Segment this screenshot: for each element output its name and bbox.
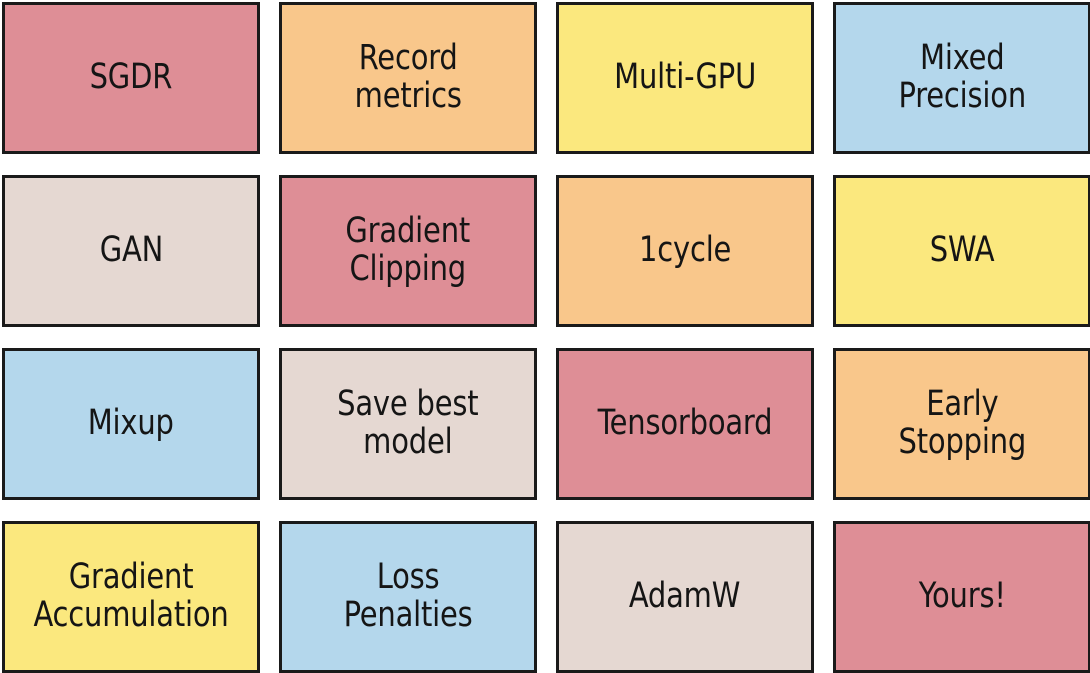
- card-label: Record metrics: [354, 38, 462, 116]
- card-yours[interactable]: Yours!: [833, 521, 1090, 673]
- card-label: Yours!: [918, 576, 1006, 617]
- card-label: GAN: [99, 230, 163, 271]
- card-label: Multi-GPU: [614, 57, 756, 98]
- card-1cycle[interactable]: 1cycle: [556, 175, 814, 327]
- card-label: Mixed Precision: [898, 38, 1026, 116]
- card-label: Gradient Accumulation: [33, 557, 229, 635]
- card-loss-penalties[interactable]: Loss Penalties: [279, 521, 537, 673]
- card-label: Mixup: [87, 403, 175, 444]
- card-label: Save best model: [337, 384, 479, 462]
- card-label: 1cycle: [638, 230, 732, 271]
- card-label: Early Stopping: [898, 384, 1026, 462]
- card-multi-gpu[interactable]: Multi-GPU: [556, 2, 814, 154]
- card-mixed-precision[interactable]: Mixed Precision: [833, 2, 1090, 154]
- card-label: Loss Penalties: [343, 557, 473, 635]
- card-gradient-accumulation[interactable]: Gradient Accumulation: [2, 521, 260, 673]
- card-label: SGDR: [89, 57, 173, 98]
- card-adamw[interactable]: AdamW: [556, 521, 814, 673]
- card-mixup[interactable]: Mixup: [2, 348, 260, 500]
- card-label: SWA: [929, 230, 995, 271]
- card-gan[interactable]: GAN: [2, 175, 260, 327]
- card-tensorboard[interactable]: Tensorboard: [556, 348, 814, 500]
- card-label: AdamW: [629, 576, 741, 617]
- card-label: Tensorboard: [597, 403, 773, 444]
- card-label: Gradient Clipping: [345, 211, 471, 289]
- card-gradient-clipping[interactable]: Gradient Clipping: [279, 175, 537, 327]
- card-save-best-model[interactable]: Save best model: [279, 348, 537, 500]
- card-record-metrics[interactable]: Record metrics: [279, 2, 537, 154]
- card-swa[interactable]: SWA: [833, 175, 1090, 327]
- card-early-stopping[interactable]: Early Stopping: [833, 348, 1090, 500]
- card-sgdr[interactable]: SGDR: [2, 2, 260, 154]
